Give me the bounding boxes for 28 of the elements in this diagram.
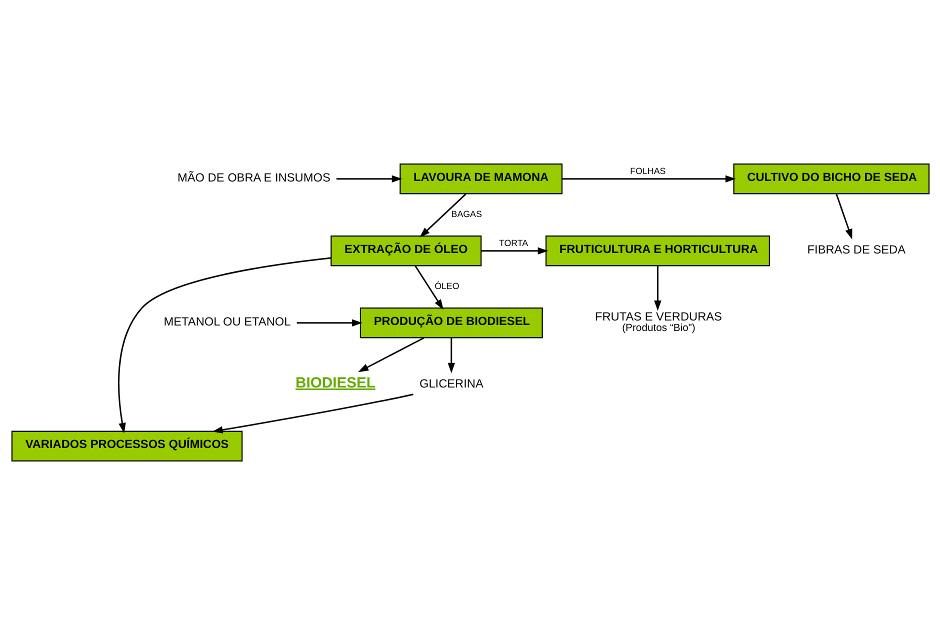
- arrow: [296, 319, 362, 327]
- node-text: METANOL OU ETANOL: [163, 314, 290, 329]
- arrow: [336, 175, 402, 183]
- node-text: BIODIESEL: [295, 375, 375, 392]
- edge-label: FOLHAS: [630, 166, 666, 176]
- arrow: [419, 193, 466, 238]
- node-box: EXTRAÇÃO DE ÓLEO: [330, 235, 482, 266]
- node-text: GLICERINA: [418, 376, 483, 390]
- node-text: FRUTAS E VERDURAS (Produtos “Bio”): [594, 310, 722, 334]
- edge-label: ÓLEO: [434, 281, 459, 292]
- node-box: VARIADOS PROCESSOS QUÍMICOS: [10, 430, 242, 462]
- node-box: FRUTICULTURA E HORTICULTURA: [544, 235, 770, 266]
- node-box: LAVOURA DE MAMONA: [399, 164, 562, 194]
- arrow: [447, 338, 455, 374]
- arrow: [358, 337, 424, 372]
- edge-label: TORTA: [498, 238, 528, 248]
- arrow: [212, 394, 413, 434]
- arrow: [480, 247, 548, 255]
- node-box: PRODUÇÃO DE BIODIESEL: [359, 307, 542, 338]
- arrow: [835, 194, 852, 240]
- node-box: CULTIVO DO BICHO DE SEDA: [732, 164, 930, 194]
- arrow: [562, 175, 736, 183]
- node-text: FIBRAS DE SEDA: [806, 242, 906, 257]
- arrow: [118, 257, 330, 434]
- node-text: MÃO DE OBRA E INSUMOS: [176, 170, 330, 185]
- edge-label: BAGAS: [450, 209, 482, 220]
- arrow: [414, 266, 443, 310]
- arrow: [654, 266, 661, 311]
